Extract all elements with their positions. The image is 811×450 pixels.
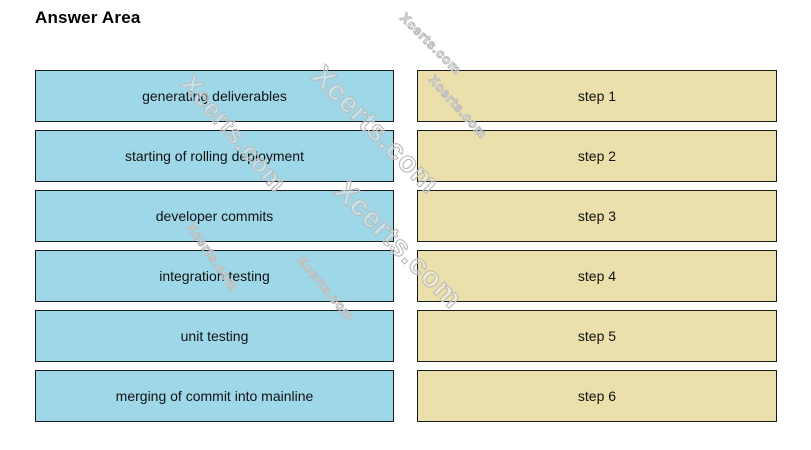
- drag-item-generating-deliverables[interactable]: generating deliverables: [35, 70, 394, 122]
- drag-item-integration-testing[interactable]: integration testing: [35, 250, 394, 302]
- watermark-text: Xcerts.com: [397, 9, 465, 78]
- drop-target-step-3[interactable]: step 3: [417, 190, 777, 242]
- page-title: Answer Area: [35, 8, 141, 27]
- drop-target-step-1[interactable]: step 1: [417, 70, 777, 122]
- drag-item-developer-commits[interactable]: developer commits: [35, 190, 394, 242]
- drag-item-unit-testing[interactable]: unit testing: [35, 310, 394, 362]
- drop-target-step-4[interactable]: step 4: [417, 250, 777, 302]
- drop-target-step-6[interactable]: step 6: [417, 370, 777, 422]
- drop-target-step-5[interactable]: step 5: [417, 310, 777, 362]
- drag-item-merging-commit-mainline[interactable]: merging of commit into mainline: [35, 370, 394, 422]
- drag-drop-board: generating deliverables step 1 starting …: [35, 70, 777, 422]
- drop-target-step-2[interactable]: step 2: [417, 130, 777, 182]
- drag-item-starting-rolling-deployment[interactable]: starting of rolling deployment: [35, 130, 394, 182]
